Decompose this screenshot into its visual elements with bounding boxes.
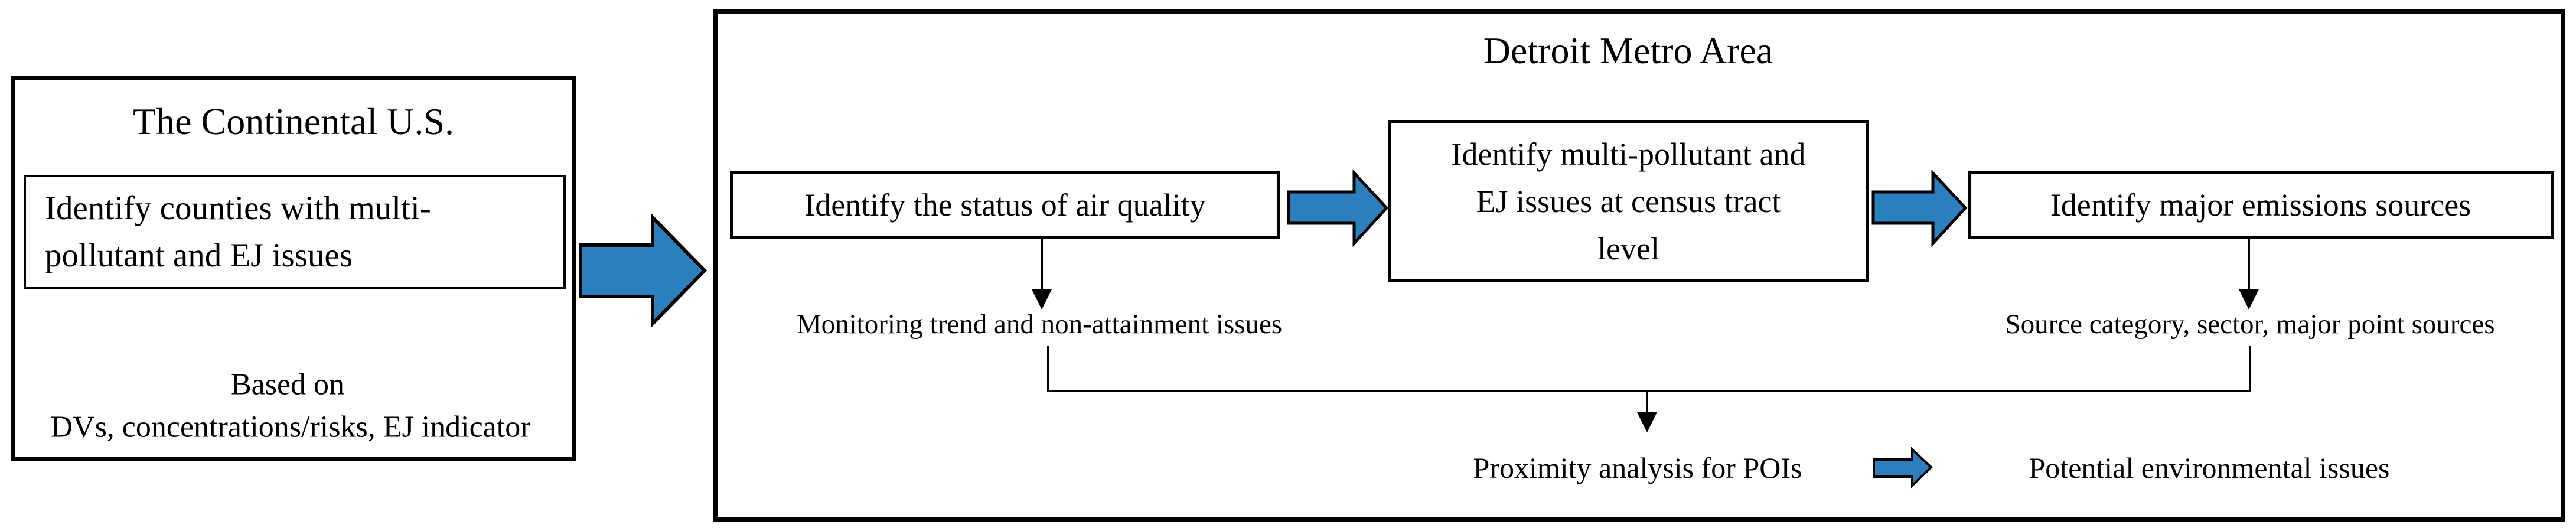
census-tract-line-2: EJ issues at census tract xyxy=(1476,183,1781,219)
dvs-caption: DVs, concentrations/risks, EJ indicator xyxy=(50,410,531,444)
identify-counties-box: Identify counties with multi- pollutant … xyxy=(24,175,566,289)
detroit-metro-panel xyxy=(713,9,2565,522)
identify-counties-line-1: Identify counties with multi- xyxy=(45,190,431,227)
detroit-metro-title: Detroit Metro Area xyxy=(1483,30,1773,71)
emissions-sources-label: Identify major emissions sources xyxy=(2050,187,2471,223)
air-quality-status-label: Identify the status of air quality xyxy=(804,187,1206,223)
source-category-caption: Source category, sector, major point sou… xyxy=(2005,309,2495,340)
census-tract-line-3: level xyxy=(1597,230,1659,266)
based-on-caption: Based on xyxy=(230,367,345,402)
proximity-analysis-label: Proximity analysis for POIs xyxy=(1473,451,1802,484)
continental-us-title: The Continental U.S. xyxy=(133,100,454,142)
environmental-issues-label: Potential environmental issues xyxy=(2029,451,2390,484)
identify-counties-line-2: pollutant and EJ issues xyxy=(45,237,353,274)
census-tract-line-1: Identify multi-pollutant and xyxy=(1451,136,1806,172)
monitoring-caption: Monitoring trend and non-attainment issu… xyxy=(796,309,1283,340)
air-quality-status-box: Identify the status of air quality xyxy=(730,171,1280,239)
emissions-sources-box: Identify major emissions sources xyxy=(1968,171,2554,239)
census-tract-box: Identify multi-pollutant and EJ issues a… xyxy=(1388,120,1869,282)
us-to-detroit-arrow-icon xyxy=(579,213,707,328)
